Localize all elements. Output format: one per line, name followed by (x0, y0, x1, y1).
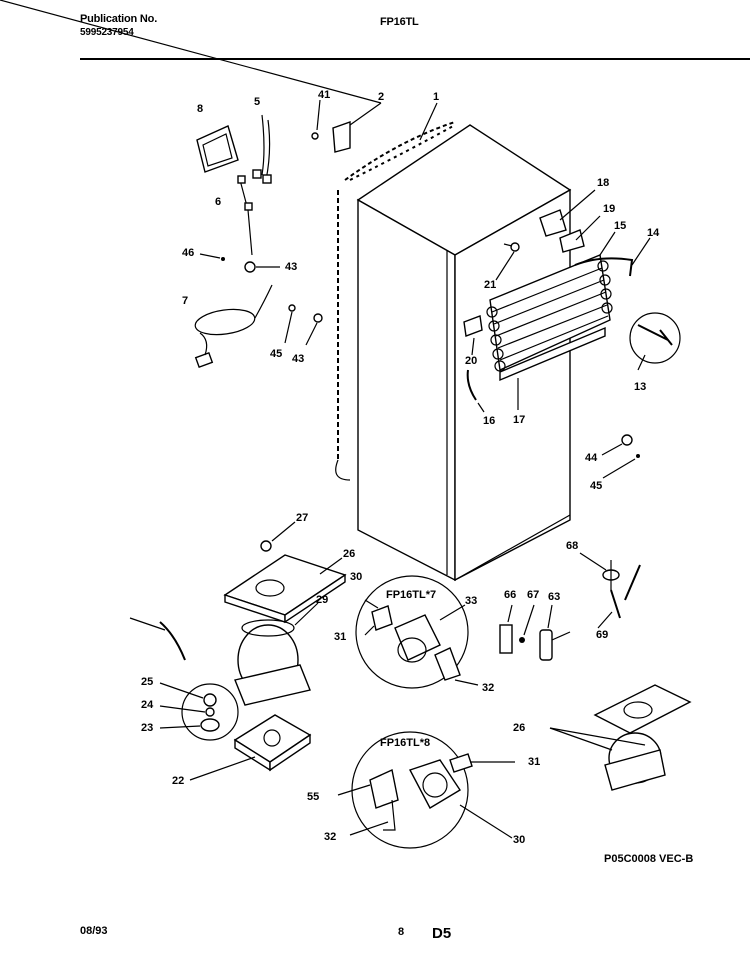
model-number: FP16TL (380, 16, 419, 28)
publication-number: 5995237954 (80, 27, 134, 38)
part-29-compressor (234, 602, 319, 706)
callout-16: 16 (483, 415, 495, 427)
tube-left (129, 617, 186, 661)
part-67-screw (519, 604, 535, 643)
callout-68: 68 (566, 540, 578, 552)
refrigerator-cabinet (356, 124, 572, 582)
callout-17: 17 (513, 414, 525, 426)
header-rule (80, 58, 750, 60)
publication-label: Publication No. (80, 13, 158, 25)
callout-30a: 30 (350, 571, 362, 583)
callout-44: 44 (585, 452, 598, 464)
part-5-wire (252, 114, 272, 184)
evaporator (486, 254, 613, 382)
callout-32b: 32 (324, 831, 336, 843)
part-45-43-screws (284, 304, 323, 346)
callout-31b: 31 (528, 756, 540, 768)
part-7-power-cord (194, 284, 273, 368)
part-14-15-tubes (574, 231, 651, 277)
callout-41: 41 (318, 89, 330, 101)
footer-date: 08/93 (80, 925, 108, 937)
callout-25: 25 (141, 676, 153, 688)
callout-26a: 26 (343, 548, 355, 560)
callout-1: 1 (433, 91, 439, 103)
callout-31a: 31 (334, 631, 346, 643)
callout-5: 5 (254, 96, 260, 108)
callout-45b: 45 (590, 480, 602, 492)
callout-2: 2 (378, 91, 384, 103)
callout-27: 27 (296, 512, 308, 524)
callout-13: 13 (634, 381, 646, 393)
callout-8: 8 (197, 103, 203, 115)
detail-circle-13 (629, 312, 681, 364)
inset-fp16tl-8 (337, 731, 515, 849)
callout-29: 29 (316, 594, 328, 606)
callout-19: 19 (603, 203, 615, 215)
part-16-tube (466, 369, 485, 413)
diagram-code: P05C0008 VEC-B (604, 853, 693, 865)
callout-69: 69 (596, 629, 608, 641)
condenser-coil (335, 121, 456, 481)
callout-63: 63 (548, 591, 560, 603)
callout-43b: 43 (292, 353, 304, 365)
part-22-bracket (189, 714, 312, 781)
inset-label-7: FP16TL*7 (386, 589, 436, 601)
callout-20: 20 (465, 355, 477, 367)
part-66-relay (499, 604, 513, 654)
callout-21: 21 (484, 279, 496, 291)
callout-33: 33 (465, 595, 477, 607)
callout-7: 7 (182, 295, 188, 307)
part-44-clip (601, 434, 633, 456)
part-18-thermostat (539, 189, 596, 237)
part-27-grommet (260, 521, 296, 552)
callout-14: 14 (647, 227, 660, 239)
callout-66: 66 (504, 589, 516, 601)
part-43-clip (244, 261, 280, 273)
inset-fp16tl-7 (355, 575, 479, 689)
part-41-2-brackets (0, 0, 382, 153)
footer-section: D5 (432, 925, 451, 942)
part-63-capacitor (539, 604, 571, 661)
callout-23: 23 (141, 722, 153, 734)
inset-label-8: FP16TL*8 (380, 737, 430, 749)
callout-30b: 30 (513, 834, 525, 846)
part-46-screw (199, 253, 225, 261)
callout-32a: 32 (482, 682, 494, 694)
callout-18: 18 (597, 177, 609, 189)
callout-46: 46 (182, 247, 194, 259)
part-6-harness (237, 175, 253, 256)
callout-22: 22 (172, 775, 184, 787)
callout-45a: 45 (270, 348, 282, 360)
callout-labels: 1 2 41 5 8 6 46 43 7 45 43 18 19 15 14 2… (141, 89, 693, 865)
callout-15: 15 (614, 220, 626, 232)
part-26-drain-pan (223, 554, 347, 624)
compressor-assembly-right (549, 684, 692, 791)
part-8-bracket (196, 125, 239, 173)
part-69-tube (597, 564, 641, 629)
callout-24: 24 (141, 699, 154, 711)
part-45-screw (602, 454, 640, 479)
callout-55: 55 (307, 791, 319, 803)
part-20-clip (463, 315, 483, 356)
callout-6: 6 (215, 196, 221, 208)
footer-page: 8 (398, 926, 404, 938)
callout-26b: 26 (513, 722, 525, 734)
callout-43a: 43 (285, 261, 297, 273)
part-19-bracket (559, 215, 601, 253)
part-21-sensor (495, 242, 520, 281)
callout-67: 67 (527, 589, 539, 601)
grommet-assembly (159, 682, 239, 741)
part-68-filter (579, 552, 620, 590)
